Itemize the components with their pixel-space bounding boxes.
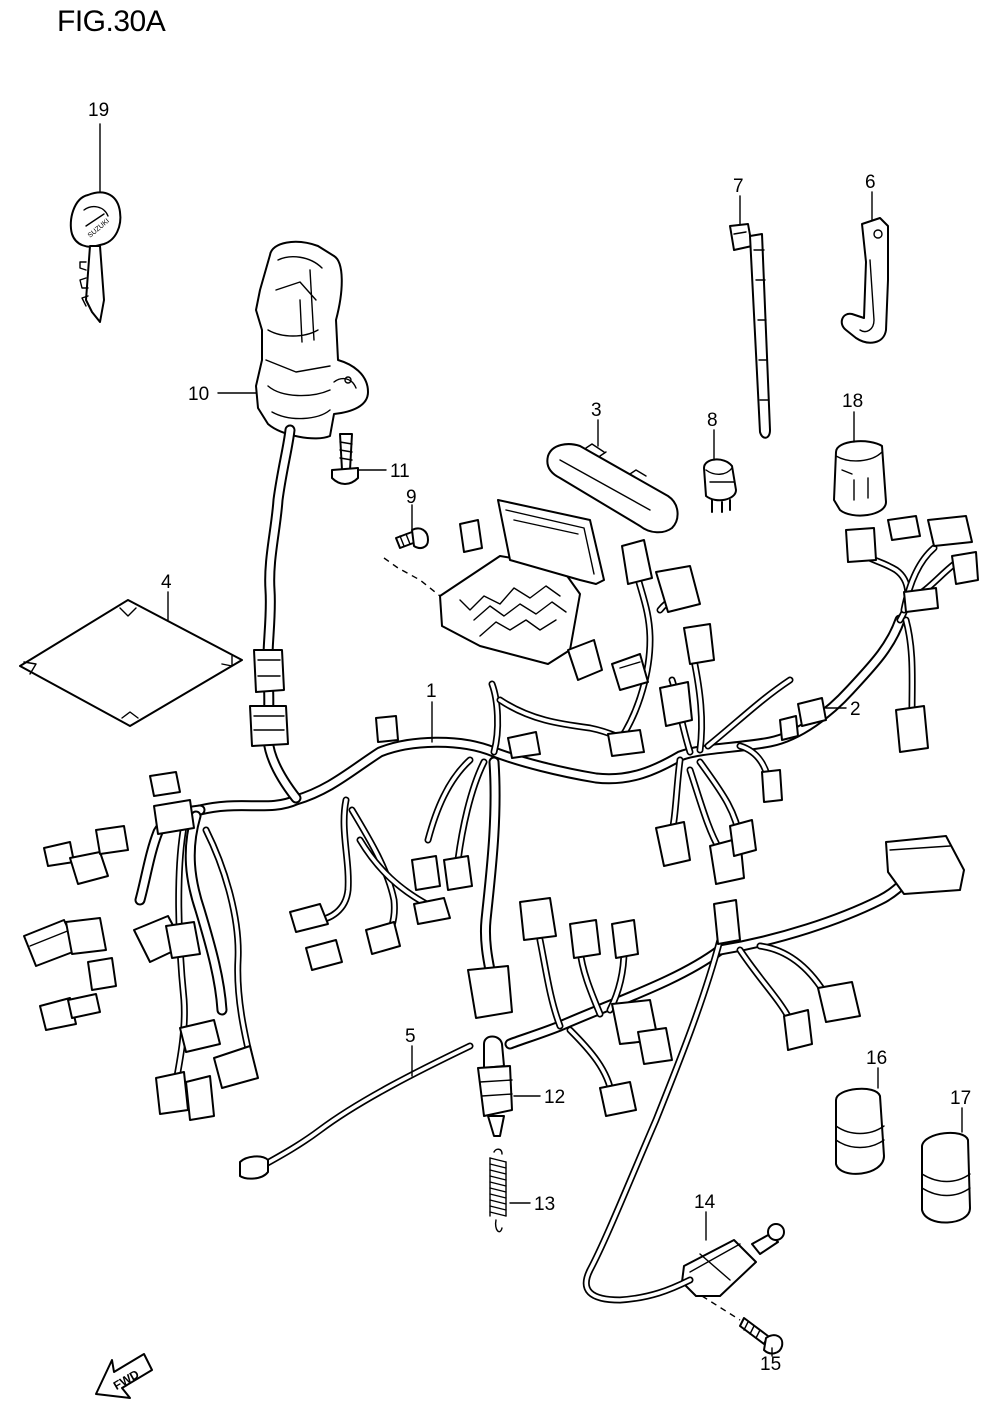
- callout-15: 15: [760, 1354, 781, 1375]
- callout-8: 8: [707, 410, 718, 431]
- part-18-relay: [833, 440, 887, 517]
- callout-14: 14: [694, 1192, 716, 1213]
- callout-17: 17: [950, 1088, 971, 1109]
- callout-7: 7: [733, 176, 744, 197]
- callout-10: 10: [188, 384, 209, 405]
- part-16-cap: [835, 1087, 885, 1175]
- callout-labels: 19 10 11 9 4 3 8 7 6 18 1 2 5 12 13 14 1…: [88, 100, 971, 1375]
- callout-12: 12: [544, 1087, 565, 1108]
- callout-11: 11: [390, 461, 410, 482]
- callout-19: 19: [88, 100, 109, 121]
- callout-6: 6: [865, 172, 876, 193]
- part-17-cap: [921, 1131, 971, 1224]
- part-14-switch: [681, 1223, 785, 1297]
- callout-3: 3: [591, 400, 602, 421]
- callout-16: 16: [866, 1048, 887, 1069]
- callout-5: 5: [405, 1026, 416, 1047]
- callout-leaders: [99, 123, 963, 1357]
- part-9-screw: [395, 527, 429, 549]
- figure-title: FIG.30A: [57, 5, 166, 38]
- part-7-cable-tie: [729, 223, 771, 439]
- fwd-direction-arrow: FWD: [95, 1353, 153, 1399]
- part-6-clamp: [840, 217, 889, 344]
- callout-9: 9: [406, 487, 417, 508]
- part-10-ignition-switch: [255, 240, 369, 440]
- part-8-relay: [703, 458, 737, 513]
- callout-13: 13: [534, 1194, 555, 1215]
- dashed-leaders: [383, 557, 741, 1321]
- part-11-screw: [331, 433, 359, 485]
- callout-4: 4: [161, 572, 172, 593]
- callout-1: 1: [426, 681, 437, 702]
- callout-18: 18: [842, 391, 863, 412]
- part-15-screw: [739, 1317, 784, 1355]
- part-13-spring: [489, 1148, 507, 1233]
- part-19-ignition-key: SUZUKI: [69, 191, 122, 323]
- harness-connectors: [23, 499, 979, 1180]
- part-4-sheet: [19, 599, 243, 727]
- callout-2: 2: [850, 699, 861, 720]
- part-3-cover: [546, 443, 679, 534]
- part-12-switch: [477, 1035, 513, 1137]
